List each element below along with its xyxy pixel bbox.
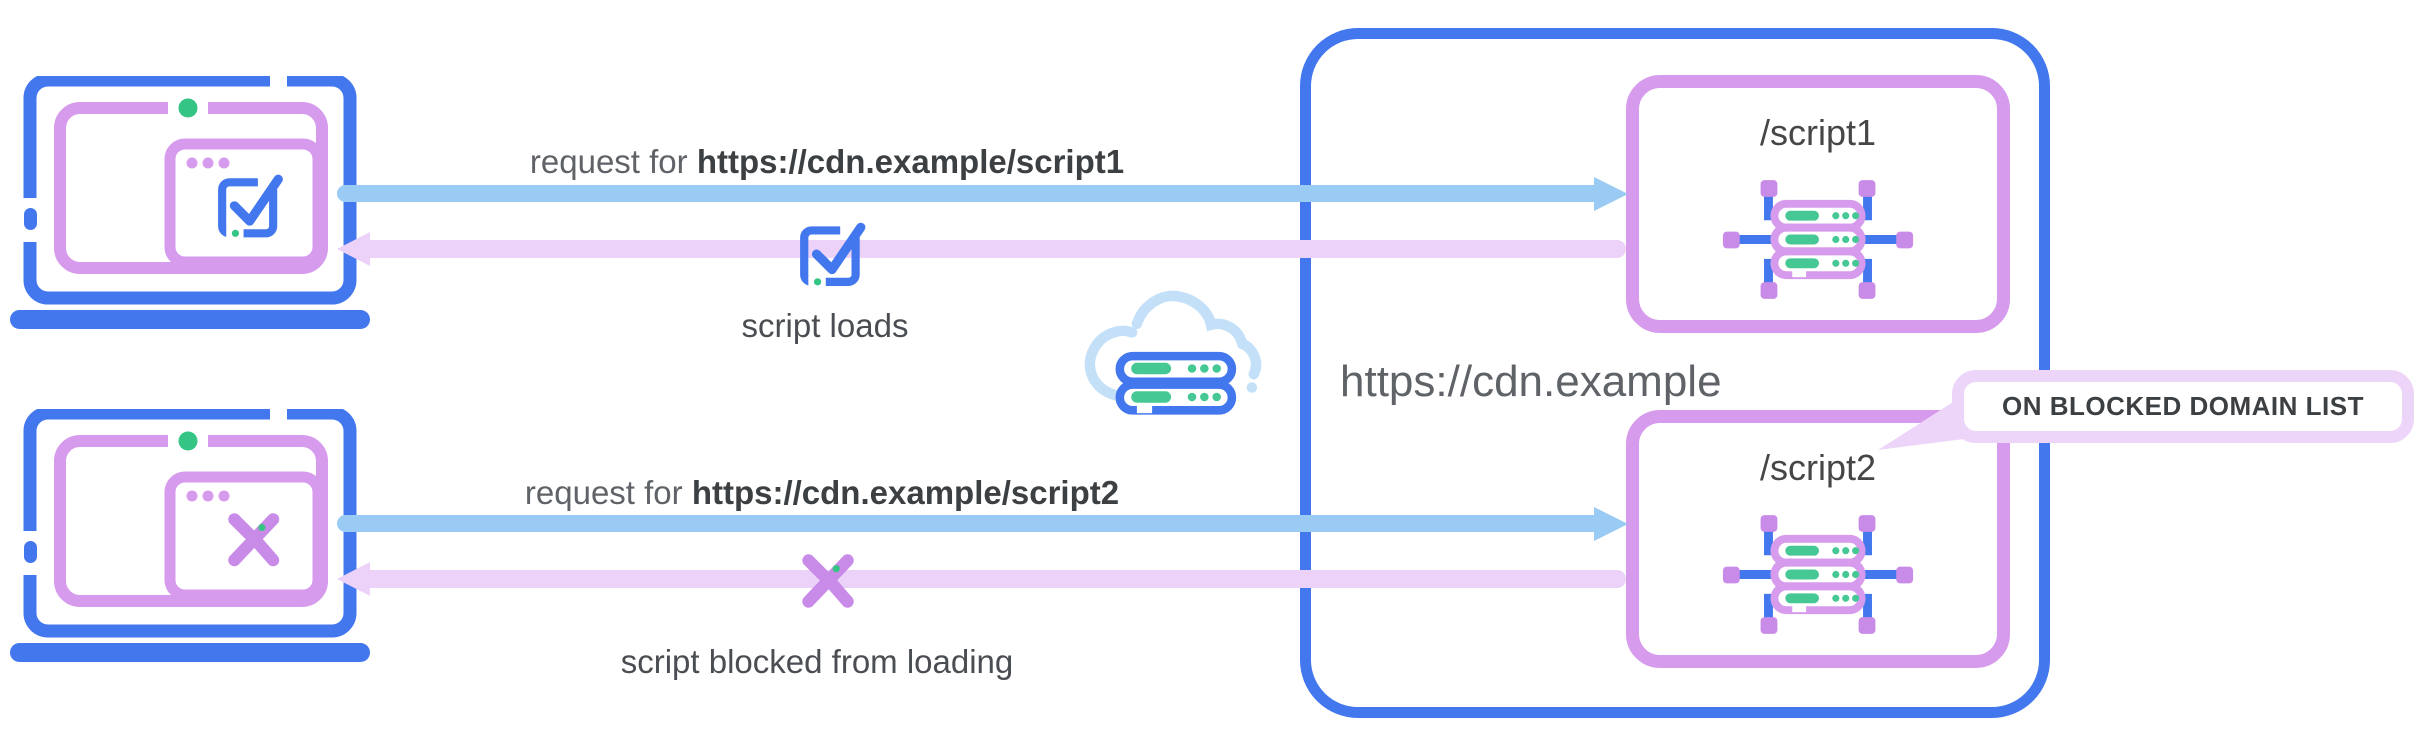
response2-arrowhead-icon — [337, 562, 370, 596]
endpoint-box-script2: /script2 — [1626, 410, 2010, 668]
request2-prefix: request for — [524, 474, 692, 511]
request1-label: request for https://cdn.example/script1 — [530, 143, 1124, 181]
endpoint-label-script1: /script1 — [1759, 112, 1877, 153]
request1-arrow — [337, 185, 1595, 202]
response2-arrow — [368, 570, 1626, 588]
response2-caption: script blocked from loading — [620, 643, 1014, 680]
cross-icon — [788, 544, 866, 618]
request1-url: https://cdn.example/script1 — [696, 143, 1125, 180]
endpoint-box-script1: /script1 — [1626, 75, 2010, 333]
request1-prefix: request for — [529, 143, 697, 180]
server-rack-icon — [1715, 515, 1921, 634]
request2-label: request for https://cdn.example/script2 — [525, 474, 1119, 512]
request2-arrow — [337, 515, 1595, 532]
response1-arrowhead-icon — [337, 232, 370, 266]
server-rack-icon — [1715, 180, 1921, 299]
request2-arrowhead-icon — [1594, 507, 1628, 541]
speech-bubble-tail — [1878, 390, 1972, 450]
cdn-host-label: https://cdn.example — [1340, 357, 1722, 406]
client-laptop-blocked-icon — [8, 409, 376, 667]
check-square-icon — [796, 214, 870, 288]
blocked-domain-badge-text: ON BLOCKED DOMAIN LIST — [2002, 391, 2364, 421]
endpoint-label-script2: /script2 — [1759, 447, 1877, 488]
response1-caption: script loads — [741, 307, 909, 344]
cloud-server-icon — [1084, 290, 1262, 415]
request1-arrowhead-icon — [1594, 177, 1628, 211]
request2-url: https://cdn.example/script2 — [691, 474, 1120, 511]
response1-arrow — [368, 240, 1626, 258]
blocked-domain-badge: ON BLOCKED DOMAIN LIST — [1952, 370, 2414, 443]
client-laptop-allowed-icon — [8, 76, 376, 334]
